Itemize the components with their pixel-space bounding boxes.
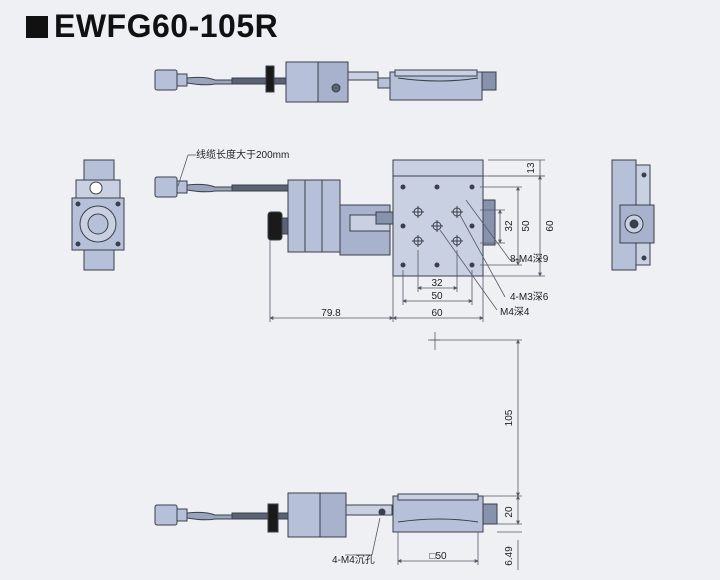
- bottom-connector-collar: [176, 508, 188, 522]
- hole-4m4-label: 4-M4沉孔: [332, 553, 375, 566]
- dim-79-8: 79.8: [321, 308, 341, 319]
- dim-60-vertical: 60: [545, 220, 556, 232]
- plan-knob-shaft: [281, 217, 289, 235]
- plan-top-rail: [392, 159, 484, 177]
- mounting-hole-icon: [75, 201, 81, 207]
- travel-dimensions: [345, 332, 522, 570]
- bottom-cable-rod: [231, 512, 289, 520]
- mounting-hole-icon: [469, 223, 475, 229]
- top-motor-screw: [331, 83, 341, 93]
- title-square-icon: [26, 15, 48, 38]
- top-cable-connector: [154, 69, 178, 91]
- plan-cable: [186, 183, 233, 193]
- hole-4m3-label: 4-M3深6: [510, 291, 549, 303]
- top-stage-curve: [397, 77, 479, 82]
- bottom-view: [154, 492, 498, 538]
- mounting-hole-icon: [378, 508, 386, 516]
- plan-motor-body: [287, 179, 341, 253]
- mounting-hole-icon: [434, 184, 440, 190]
- top-stage-end: [481, 71, 497, 91]
- plan-connector-collar: [176, 180, 188, 194]
- right-view: [611, 159, 655, 271]
- bottom-cable: [186, 511, 233, 521]
- dim-6-49: 6.49: [504, 546, 515, 566]
- hole-8m4-label: 8-M4深9: [510, 253, 549, 265]
- top-coupler: [377, 77, 391, 89]
- bottom-stage-plate: [397, 493, 479, 501]
- dim-32-horizontal: 32: [431, 278, 443, 289]
- mounting-hole-icon: [641, 255, 647, 261]
- hole-m4-label: M4深4: [500, 306, 530, 318]
- top-cable: [186, 76, 233, 86]
- cable-note: 线缆长度大于200mm: [196, 148, 289, 161]
- mounting-hole-icon: [641, 172, 647, 178]
- top-cable-rod: [231, 77, 288, 85]
- top-motor-end: [317, 61, 349, 103]
- top-connector-collar: [176, 73, 188, 87]
- plan-dimensions: [177, 154, 545, 322]
- top-knob: [265, 65, 275, 93]
- left-top-block: [83, 159, 115, 181]
- mounting-hole-icon: [75, 241, 81, 247]
- plan-stage-end: [482, 199, 496, 246]
- mounting-hole-icon: [400, 262, 406, 268]
- dim-32-vertical: 32: [504, 220, 515, 232]
- top-lead-screw: [347, 71, 379, 81]
- mounting-hole-icon: [115, 241, 121, 247]
- mounting-hole-icon: [469, 184, 475, 190]
- right-hub: [629, 219, 639, 229]
- bottom-stage-end: [482, 503, 498, 525]
- bottom-motor-end: [319, 492, 347, 538]
- mounting-hole-icon: [115, 201, 121, 207]
- dim-60-horizontal: 60: [431, 308, 443, 319]
- bottom-stage-body: [392, 495, 484, 533]
- mounting-hole-icon: [434, 262, 440, 268]
- dim-50-square: □50: [429, 551, 447, 562]
- bottom-cable-connector: [154, 504, 178, 526]
- dim-50-horizontal: 50: [431, 291, 443, 302]
- mounting-hole-icon: [400, 223, 406, 229]
- left-base-block: [83, 249, 115, 271]
- dim-50-vertical: 50: [521, 220, 532, 232]
- bottom-knob: [267, 503, 279, 533]
- bottom-lead-screw: [345, 504, 393, 516]
- mounting-hole-icon: [469, 262, 475, 268]
- motor-knob-icon: [267, 211, 283, 241]
- page-title: EWFG60-105R: [26, 8, 278, 45]
- dim-105: 105: [504, 409, 515, 426]
- top-stage-plate: [394, 69, 478, 77]
- plan-hole-group: [400, 184, 475, 268]
- mounting-hole-icon: [400, 184, 406, 190]
- plan-view: [154, 159, 496, 277]
- plan-cable-connector: [154, 176, 178, 198]
- dim-20: 20: [504, 506, 515, 518]
- left-view: [71, 159, 125, 271]
- dim-13: 13: [526, 162, 537, 174]
- bottom-stage-curve: [397, 518, 479, 523]
- plan-cable-rod: [231, 184, 289, 192]
- left-connector-icon: [89, 181, 103, 195]
- left-motor-hub: [87, 213, 109, 235]
- title-text: EWFG60-105R: [54, 8, 279, 44]
- top-view: [154, 61, 497, 103]
- plan-cross-holes: [412, 206, 463, 247]
